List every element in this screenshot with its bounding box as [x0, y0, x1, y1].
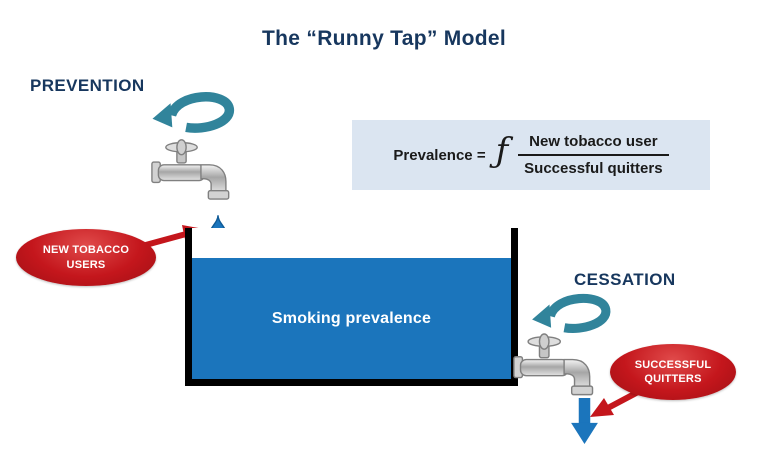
tank-label: Smoking prevalence — [271, 309, 432, 327]
prevention-label: PREVENTION — [30, 76, 145, 95]
cessation-label: CESSATION — [574, 270, 676, 289]
prevention-cycle-arrow-icon — [152, 92, 234, 133]
prevalence-tank: Smoking prevalence — [185, 228, 518, 386]
successful-quitters-label: SUCCESSFUL QUITTERS — [634, 358, 712, 385]
outflow-stream-arrow-icon — [571, 398, 598, 444]
outflow-tap-icon — [513, 333, 594, 396]
formula-fraction: New tobacco user Successful quitters — [518, 133, 669, 177]
cessation-cycle-arrow-icon — [532, 293, 611, 333]
successful-quitters-badge: SUCCESSFUL QUITTERS — [610, 344, 736, 400]
new-tobacco-users-badge: NEW TOBACCO USERS — [16, 229, 156, 286]
new-tobacco-users-label: NEW TOBACCO USERS — [42, 244, 130, 271]
page-title: The “Runny Tap” Model — [262, 27, 506, 50]
quitters-pointer-arrow-icon — [590, 389, 640, 417]
formula-function-symbol: ƒ — [495, 131, 509, 172]
inflow-tap-icon — [151, 139, 230, 200]
formula-lhs: Prevalence = — [393, 146, 486, 164]
formula-denominator: Successful quitters — [518, 154, 669, 177]
prevalence-formula: Prevalence = ƒ New tobacco user Successf… — [352, 120, 710, 190]
tank-water: Smoking prevalence — [192, 258, 511, 379]
formula-numerator: New tobacco user — [529, 133, 658, 150]
